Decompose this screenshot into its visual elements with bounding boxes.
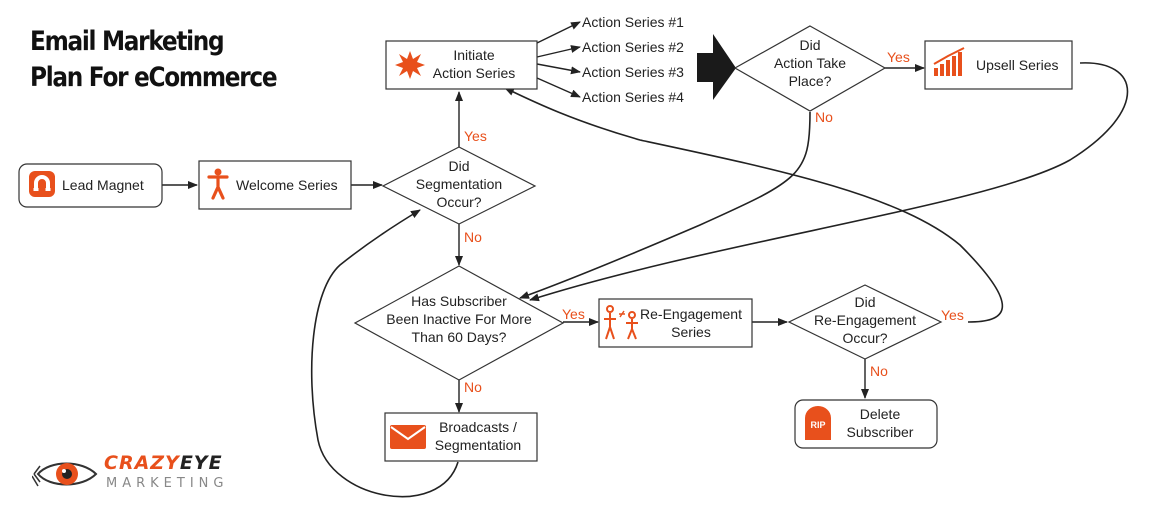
- logo-word-2: EYE: [179, 452, 223, 474]
- upsell-series-label: Upsell Series: [976, 57, 1058, 73]
- node-delete-subscriber: RIP Delete Subscriber: [794, 399, 938, 449]
- title-line-1: Email Marketing: [30, 26, 225, 57]
- title-line-2: Plan For eCommerce: [30, 62, 278, 93]
- action-series-2: Action Series #2: [582, 39, 684, 55]
- action-q-line-3: Place?: [789, 73, 832, 89]
- reengagement-q-line-2: Re-Engagement: [814, 312, 916, 328]
- initiate-line-2: Action Series: [433, 65, 515, 81]
- inactive-q-line-1: Has Subscriber: [411, 293, 507, 309]
- person-icon: [207, 168, 229, 200]
- broadcasts-line-2: Segmentation: [435, 437, 521, 453]
- delete-line-2: Subscriber: [847, 424, 914, 440]
- label-inactive-yes: Yes: [562, 306, 585, 322]
- crazy-eye-logo: CRAZYEYE MARKETING: [32, 452, 257, 496]
- starburst-icon: [395, 51, 425, 79]
- action-series-1: Action Series #1: [582, 14, 684, 30]
- action-series-4: Action Series #4: [582, 89, 684, 105]
- decision-inactive-60-days: Has Subscriber Been Inactive For More Th…: [353, 265, 565, 381]
- edge-action-1: [536, 21, 581, 44]
- label-inactive-no: No: [464, 379, 482, 395]
- delete-line-1: Delete: [860, 406, 901, 422]
- label-action-no: No: [815, 109, 833, 125]
- welcome-series-label: Welcome Series: [236, 177, 338, 193]
- logo-wordmark: CRAZYEYE: [104, 452, 223, 474]
- edge-action-no-to-inactive: [519, 111, 811, 299]
- people-icon: [604, 305, 638, 340]
- segmentation-q-line-1: Did: [448, 158, 469, 174]
- broadcasts-line-1: Broadcasts /: [439, 419, 517, 435]
- curve-upsell-to-inactive: [529, 62, 1129, 302]
- action-q-line-2: Action Take: [774, 55, 846, 71]
- reengagement-q-line-3: Occur?: [842, 330, 887, 346]
- node-initiate-action: Initiate Action Series: [385, 40, 538, 90]
- envelope-icon: [390, 425, 426, 449]
- magnet-icon: [29, 171, 55, 197]
- reengagement-line-2: Series: [671, 324, 711, 340]
- node-welcome-series: Welcome Series: [198, 160, 352, 210]
- growth-chart-icon: [933, 47, 965, 76]
- tombstone-icon: RIP: [805, 406, 831, 440]
- node-reengagement-series: Re-Engagement Series: [598, 298, 753, 348]
- action-series-3: Action Series #3: [582, 64, 684, 80]
- curve-broadcasts-to-segmentation: [310, 209, 459, 498]
- segmentation-q-line-3: Occur?: [436, 194, 481, 210]
- label-segmentation-no: No: [464, 229, 482, 245]
- curve-reengagement-yes-to-initiate: [504, 87, 1004, 323]
- segmentation-q-line-2: Segmentation: [416, 176, 502, 192]
- action-q-line-1: Did: [799, 37, 820, 53]
- decision-segmentation: Did Segmentation Occur?: [381, 146, 537, 225]
- logo-subtitle: MARKETING: [106, 476, 229, 491]
- big-flow-arrow: [697, 34, 736, 100]
- inactive-q-line-3: Than 60 Days?: [412, 329, 507, 345]
- edge-action-3: [536, 63, 581, 75]
- node-lead-magnet: Lead Magnet: [18, 163, 163, 208]
- label-segmentation-yes: Yes: [464, 128, 487, 144]
- decision-action-take-place: Did Action Take Place?: [733, 25, 887, 112]
- eye-icon: [32, 462, 98, 487]
- label-reengagement-yes: Yes: [941, 307, 964, 323]
- logo-word-1: CRAZY: [104, 452, 180, 474]
- node-broadcasts: Broadcasts / Segmentation: [384, 412, 538, 462]
- edge-action-2: [536, 45, 581, 58]
- node-upsell-series: Upsell Series: [924, 40, 1073, 90]
- edge-action-4: [536, 77, 581, 98]
- reengagement-line-1: Re-Engagement: [640, 306, 742, 322]
- lead-magnet-label: Lead Magnet: [62, 177, 144, 193]
- decision-reengagement: Did Re-Engagement Occur?: [787, 284, 943, 360]
- reengagement-q-line-1: Did: [854, 294, 875, 310]
- label-reengagement-no: No: [870, 363, 888, 379]
- initiate-line-1: Initiate: [453, 47, 494, 63]
- inactive-q-line-2: Been Inactive For More: [386, 311, 532, 327]
- label-action-yes: Yes: [887, 49, 910, 65]
- page-title: Email Marketing Plan For eCommerce: [30, 24, 278, 96]
- tombstone-text: RIP: [810, 420, 825, 430]
